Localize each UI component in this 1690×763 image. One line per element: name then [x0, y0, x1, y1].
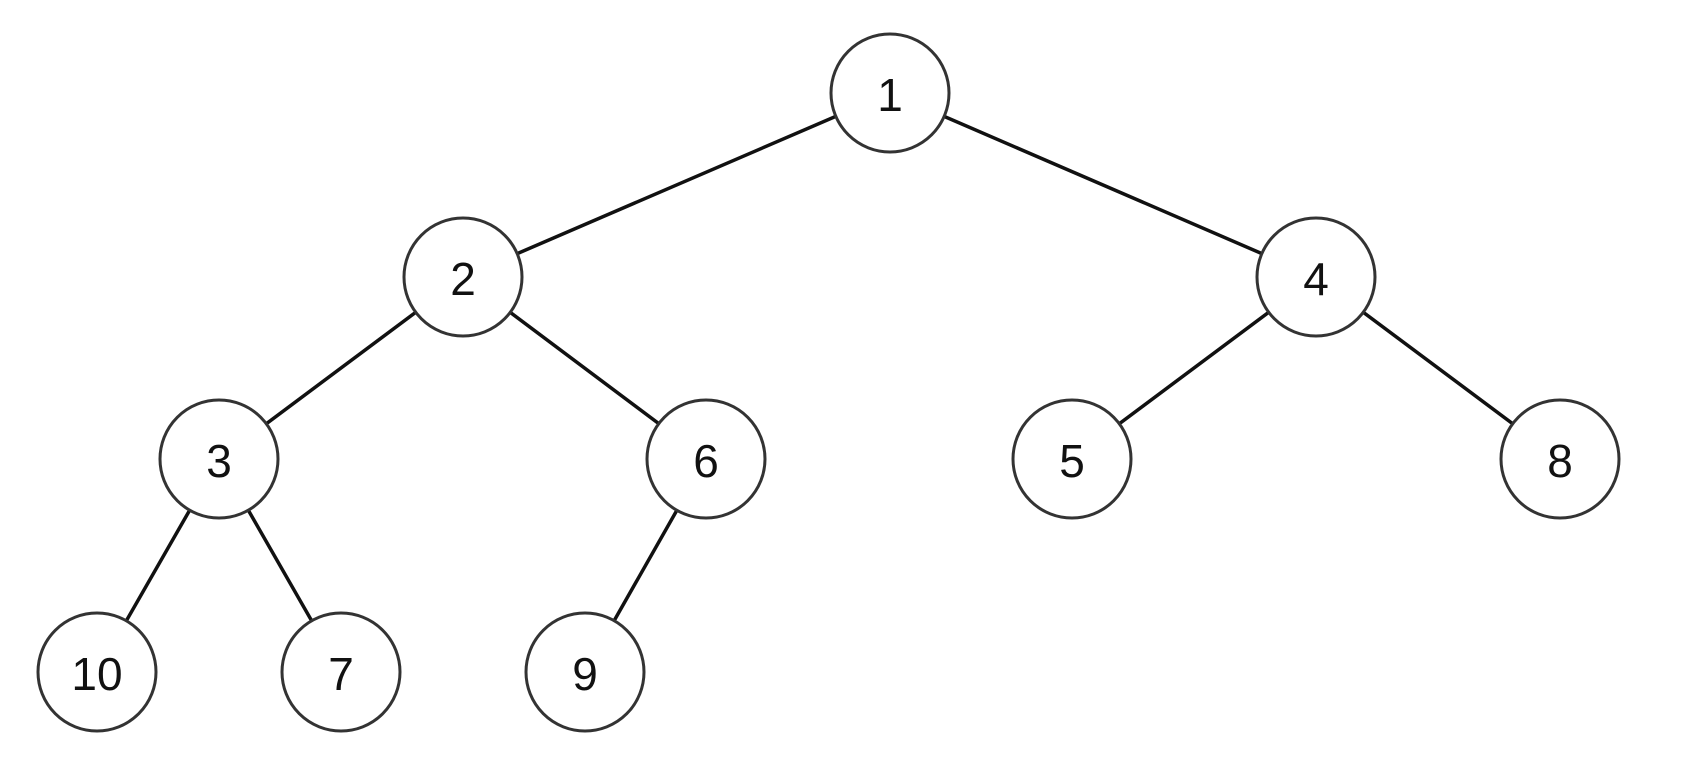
- tree-node-circle: [36, 611, 158, 733]
- tree-node-6: 6: [645, 398, 767, 520]
- tree-node-2: 2: [402, 216, 524, 338]
- tree-node-8: 8: [1499, 398, 1621, 520]
- tree-node-5: 5: [1011, 398, 1133, 520]
- tree-node-3: 3: [158, 398, 280, 520]
- tree-edge-1-4: [888, 91, 1318, 279]
- tree-node-circle: [158, 398, 280, 520]
- tree-node-circle: [1255, 216, 1377, 338]
- tree-edges: [95, 91, 1562, 674]
- tree-node-9: 9: [524, 611, 646, 733]
- tree-node-label: 9: [572, 648, 598, 700]
- tree-node-10: 10: [36, 611, 158, 733]
- tree-node-label: 6: [693, 435, 719, 487]
- tree-node-label: 4: [1303, 253, 1329, 305]
- tree-edge-1-2: [461, 91, 892, 279]
- tree-node-label: 5: [1059, 435, 1085, 487]
- tree-node-circle: [402, 216, 524, 338]
- tree-node-label: 8: [1547, 435, 1573, 487]
- tree-node-4: 4: [1255, 216, 1377, 338]
- tree-node-label: 1: [877, 69, 903, 121]
- tree-node-7: 7: [280, 611, 402, 733]
- tree-node-circle: [524, 611, 646, 733]
- tree-node-circle: [1011, 398, 1133, 520]
- tree-nodes: 1 2 4 3 6 5 8 10 7 9: [36, 32, 1621, 733]
- tree-node-circle: [829, 32, 951, 154]
- tree-node-label: 10: [71, 648, 122, 700]
- tree-node-circle: [645, 398, 767, 520]
- tree-node-1: 1: [829, 32, 951, 154]
- tree-node-label: 2: [450, 253, 476, 305]
- tree-node-label: 7: [328, 648, 354, 700]
- tree-node-label: 3: [206, 435, 232, 487]
- tree-node-circle: [280, 611, 402, 733]
- tree-node-circle: [1499, 398, 1621, 520]
